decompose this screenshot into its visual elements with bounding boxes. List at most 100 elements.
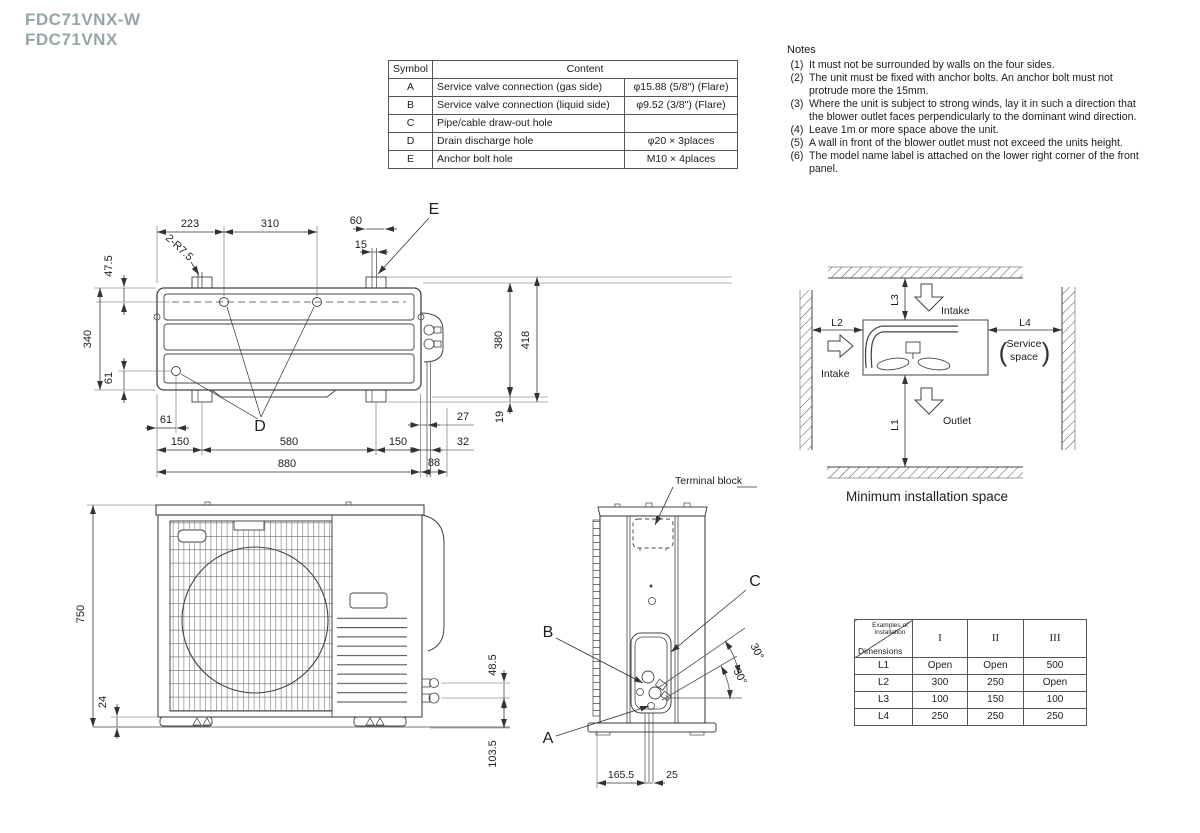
value-cell: 250	[967, 708, 1024, 726]
dim-27: 27	[457, 411, 469, 423]
dim-61-bottom: 61	[160, 414, 172, 426]
table-row: L4 250 250 250	[854, 708, 1087, 726]
dim-corner-radius: 2-R7.5	[163, 232, 195, 263]
corner-top-label: Examples of installation	[872, 622, 908, 636]
terminal-block-label: Terminal block	[675, 475, 743, 487]
list-item: (4) Leave 1m or more space above the uni…	[787, 124, 1145, 137]
dim-48-5: 48.5	[487, 654, 499, 675]
dim-750: 750	[75, 605, 87, 623]
table-row: L1 Open Open 500	[854, 657, 1087, 675]
dim-88: 88	[428, 457, 440, 469]
symbol-cell: D	[387, 132, 434, 151]
dim-150-left: 150	[171, 436, 189, 448]
clearance-l2: L2	[831, 317, 843, 329]
dim-223: 223	[181, 218, 199, 230]
value-cell: 100	[1023, 691, 1087, 709]
dim-angle-30-upper: 30°	[747, 641, 765, 661]
note-text: The model name label is attached on the …	[809, 150, 1139, 175]
row-label: L2	[854, 674, 913, 692]
list-item: (1) It must not be surrounded by walls o…	[787, 59, 1145, 72]
dim-150-right: 150	[389, 436, 407, 448]
symbol-table: Symbol Content A Service valve connectio…	[387, 60, 739, 169]
value-cell: Open	[967, 657, 1024, 675]
table-row: Symbol Content	[387, 60, 739, 79]
value-cell: 500	[1023, 657, 1087, 675]
dim-380: 380	[493, 331, 505, 349]
dim-580: 580	[280, 436, 298, 448]
note-number: (2)	[790, 72, 804, 84]
front-view: 750 24 48.5 103.5	[75, 501, 510, 768]
value-cell: Open	[1023, 674, 1087, 692]
dim-880: 880	[278, 458, 296, 470]
clearance-l3: L3	[889, 294, 901, 306]
installation-dimensions-table: Examples of installation Dimensions I II…	[854, 619, 1087, 726]
table-row: E Anchor bolt hole M10 × 4places	[387, 150, 739, 169]
dim-103-5: 103.5	[487, 740, 499, 768]
dim-25: 25	[666, 769, 678, 781]
outlet-label: Outlet	[943, 415, 971, 427]
dim-60: 60	[350, 215, 362, 227]
list-item: (5) A wall in front of the blower outlet…	[787, 137, 1145, 150]
service-paren-open: (	[999, 337, 1008, 367]
row-label: L3	[854, 691, 913, 709]
model-name-1: FDC71VNX-W	[25, 10, 141, 29]
value-cell: 300	[912, 674, 968, 692]
list-item: (6) The model name label is attached on …	[787, 150, 1145, 176]
note-number: (1)	[790, 59, 804, 71]
corner-header-cell: Examples of installation Dimensions	[854, 619, 913, 658]
col-header-1: I	[912, 619, 968, 658]
note-number: (3)	[790, 98, 804, 110]
service-space-line2: space	[1010, 351, 1038, 363]
service-paren-close: )	[1042, 337, 1051, 367]
table-row: L3 100 150 100	[854, 691, 1087, 709]
note-text: The unit must be fixed with anchor bolts…	[809, 72, 1113, 97]
label-anchor-bolt-e: E	[429, 201, 440, 218]
note-text: Where the unit is subject to strong wind…	[809, 98, 1137, 123]
dim-340: 340	[82, 330, 94, 348]
table-row: C Pipe/cable draw-out hole	[387, 114, 739, 133]
note-number: (4)	[790, 124, 804, 136]
plan-view: 223 310 60 15 E 2-R7.5 D 47.5 340 61 61 …	[82, 201, 732, 477]
notes-heading: Notes	[787, 44, 816, 56]
col-header-3: III	[1023, 619, 1087, 658]
dim-angle-30-lower: 30°	[730, 666, 748, 686]
note-number: (6)	[790, 150, 804, 162]
dim-24: 24	[97, 696, 109, 708]
list-item: (2) The unit must be fixed with anchor b…	[787, 72, 1145, 98]
installation-caption: Minimum installation space	[846, 489, 1008, 504]
dim-165-5: 165.5	[608, 769, 634, 781]
installation-diagram: L3 L1 L2 L4 Intake Intake Outlet ( ) Ser…	[799, 266, 1076, 504]
symbol-cell: E	[387, 150, 434, 169]
service-space-line1: Service	[1006, 338, 1041, 350]
value-cell: 250	[967, 674, 1024, 692]
clearance-l1: L1	[889, 419, 901, 431]
side-view: Terminal block B A C 30° 30° 165.5 25	[543, 475, 766, 788]
value-cell: 250	[1023, 708, 1087, 726]
model-name-2: FDC71VNX	[25, 30, 118, 49]
table-row: D Drain discharge hole φ20 × 3places	[387, 132, 739, 151]
label-drawout-c: C	[749, 573, 761, 590]
value-cell: 250	[912, 708, 968, 726]
clearance-l4: L4	[1019, 317, 1031, 329]
row-label: L1	[854, 657, 913, 675]
row-label: L4	[854, 708, 913, 726]
label-drain-d: D	[254, 418, 266, 435]
note-text: A wall in front of the blower outlet mus…	[809, 137, 1123, 149]
note-number: (5)	[790, 137, 804, 149]
label-liquid-a: A	[543, 730, 554, 747]
value-cell: M10 × 4places	[624, 150, 739, 169]
model-title: FDC71VNX-W FDC71VNX	[25, 10, 141, 50]
table-row: B Service valve connection (liquid side)…	[387, 96, 739, 115]
note-text: It must not be surrounded by walls on th…	[809, 59, 1055, 71]
dim-61-left: 61	[103, 372, 115, 384]
intake-top-label: Intake	[941, 305, 970, 317]
dim-310: 310	[261, 218, 279, 230]
intake-left-label: Intake	[821, 368, 850, 380]
corner-bottom-label: Dimensions	[858, 645, 903, 656]
dim-47-5: 47.5	[103, 255, 115, 276]
dim-418: 418	[520, 331, 532, 349]
value-cell: Open	[912, 657, 968, 675]
value-cell: 150	[967, 691, 1024, 709]
